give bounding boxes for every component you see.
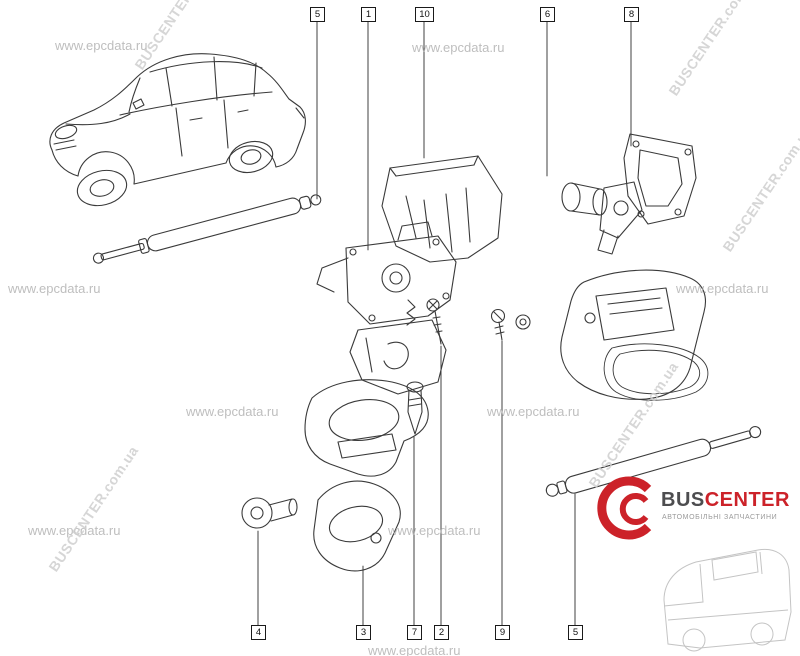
- watermark-epcdata: www.epcdata.ru: [368, 643, 461, 656]
- handle-housing: [560, 269, 707, 400]
- watermark-epcdata: www.epcdata.ru: [487, 404, 580, 419]
- callout-box-bottom-9[interactable]: 9: [495, 625, 510, 640]
- logo-bus-text: BUS: [661, 489, 705, 511]
- logo-wordmark: BUSCENTER: [661, 489, 790, 512]
- car-drawing: [49, 53, 306, 207]
- screw-9: [490, 308, 531, 341]
- van-sketch: [663, 548, 792, 652]
- watermark-epcdata: www.epcdata.ru: [55, 38, 148, 53]
- gasket-seal: [603, 343, 709, 401]
- watermark-epcdata: www.epcdata.ru: [676, 281, 769, 296]
- callout-box-bottom-2[interactable]: 2: [434, 625, 449, 640]
- trim-bezel: [313, 480, 401, 572]
- stud-pin: [406, 381, 424, 435]
- gas-strut-lower: [545, 425, 762, 497]
- screw-2: [426, 298, 443, 345]
- callout-leader-lines: [257, 20, 632, 626]
- watermark-epcdata: www.epcdata.ru: [412, 40, 505, 55]
- callout-box-bottom-7[interactable]: 7: [407, 625, 422, 640]
- callout-box-bottom-5[interactable]: 5: [568, 625, 583, 640]
- callout-box-bottom-3[interactable]: 3: [356, 625, 371, 640]
- callout-box-bottom-4[interactable]: 4: [251, 625, 266, 640]
- handle-cup: [304, 379, 429, 477]
- callout-box-top-1[interactable]: 1: [361, 7, 376, 22]
- tailgate-bracket: [381, 155, 503, 263]
- watermark-epcdata: www.epcdata.ru: [8, 281, 101, 296]
- lock-barrel: [561, 181, 643, 255]
- latch-assembly: [349, 319, 447, 395]
- callout-box-top-5[interactable]: 5: [310, 7, 325, 22]
- mounting-bracket: [623, 133, 697, 225]
- watermark-epcdata: www.epcdata.ru: [388, 523, 481, 538]
- watermark-epcdata: www.epcdata.ru: [28, 523, 121, 538]
- callout-box-top-10[interactable]: 10: [415, 7, 434, 22]
- watermark-epcdata: www.epcdata.ru: [186, 404, 279, 419]
- logo-center-text: CENTER: [704, 489, 790, 511]
- logo-tagline: АВТОМОБІЛЬНІ ЗАПЧАСТИНИ: [662, 514, 778, 521]
- buscenter-logo-icon: [597, 476, 652, 540]
- callout-box-top-8[interactable]: 8: [624, 7, 639, 22]
- grommet-clip: [241, 497, 298, 529]
- gas-strut-upper: [92, 194, 322, 264]
- callout-box-top-6[interactable]: 6: [540, 7, 555, 22]
- lock-mechanism: [316, 221, 457, 326]
